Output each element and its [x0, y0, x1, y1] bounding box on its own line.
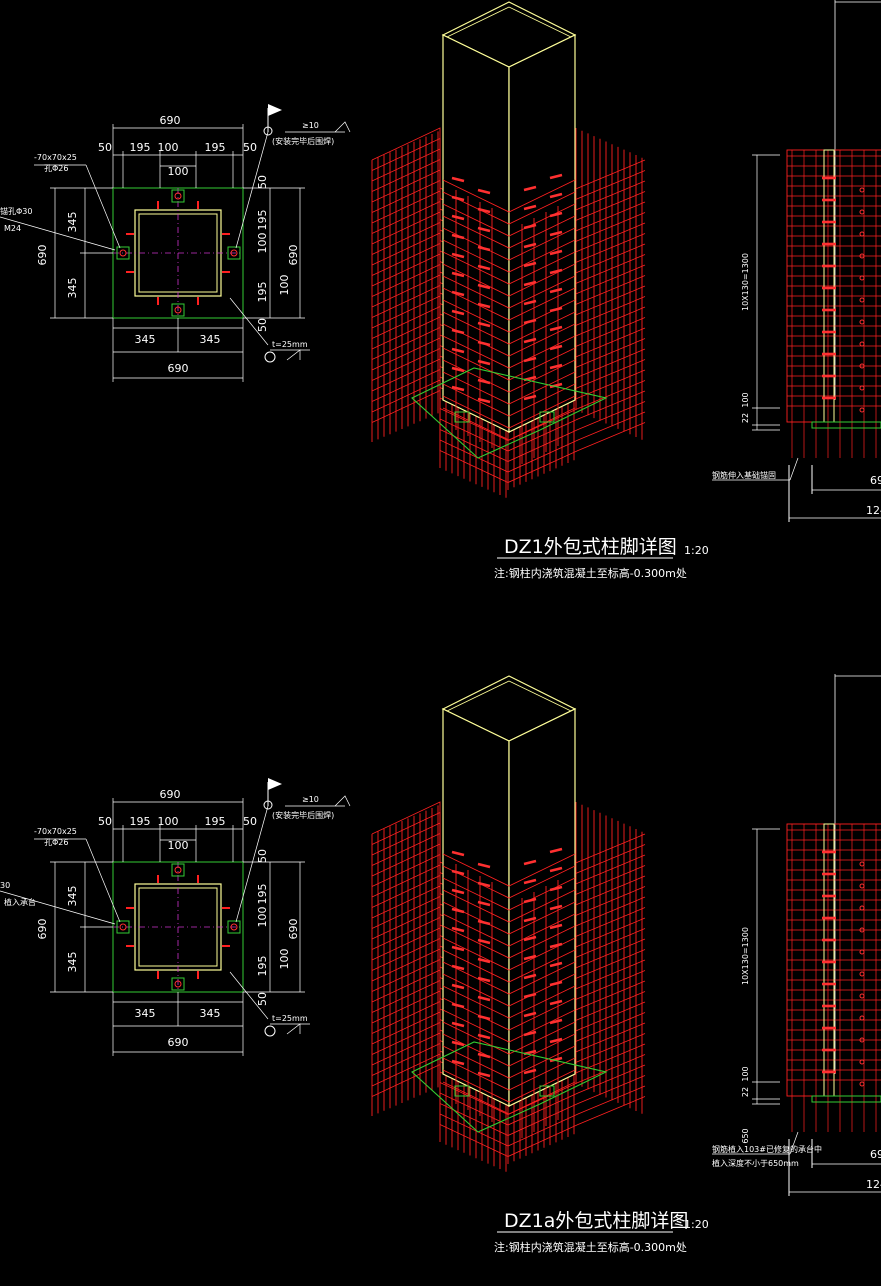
- plate-thickness-text: t=25mm: [272, 1014, 308, 1023]
- section-dim-main: 10X130=1300: [741, 253, 750, 311]
- dim-bottom-segment: 345: [135, 1007, 156, 1020]
- detail-scale: 1:20: [684, 1218, 709, 1231]
- dim-segment-top: 50: [98, 141, 112, 154]
- leader-bolt-text: 锚孔Φ30: [0, 206, 32, 216]
- dim-left-segment: 345: [66, 952, 79, 973]
- dim-inner-top: 100: [168, 839, 189, 852]
- dim-right-inner: 100: [278, 949, 291, 970]
- detail-title: DZ1外包式柱脚详图: [504, 536, 677, 558]
- dim-right-segment: 50: [256, 992, 269, 1006]
- section-dim-bottom-inner: 69: [870, 1148, 881, 1161]
- dim-right-segment: 100: [256, 907, 269, 928]
- dim-right-segment: 50: [256, 318, 269, 332]
- leader-plate-hole-text: 孔Φ26: [44, 164, 68, 173]
- section-view: 10X130=1300 100 22 650 69 124 钢筋植入103#已修复的承台中植…: [712, 674, 881, 1196]
- section-leader-text: 钢筋植入103#已修复的承台中: [712, 1144, 822, 1154]
- dim-right-segment: 100: [256, 233, 269, 254]
- dim-right-segment: 195: [256, 884, 269, 905]
- dim-left-segment: 345: [66, 212, 79, 233]
- leader-bolt-spec-text: M24: [4, 224, 21, 233]
- section-dim-22: 22: [741, 413, 750, 423]
- isometric-view: [371, 675, 646, 1172]
- detail-scale: 1:20: [684, 544, 709, 557]
- dim-bottom-segment: 345: [200, 333, 221, 346]
- section-dim-main: 10X130=1300: [741, 927, 750, 985]
- dim-segment-top: 195: [130, 815, 151, 828]
- detail-title: DZ1a外包式柱脚详图: [504, 1210, 688, 1232]
- leader-plate-text: -70x70x25: [34, 827, 77, 836]
- section-dim-bottom-outer: 124: [866, 1178, 881, 1191]
- leader-bolt-text: 30: [0, 881, 10, 890]
- section-leader-text: 钢筋伸入基础锚固: [712, 470, 776, 480]
- dim-total-top: 690: [160, 114, 181, 127]
- leader-plate-hole-text: 孔Φ26: [44, 838, 68, 847]
- dim-segment-top: 100: [158, 815, 179, 828]
- dim-segment-top: 100: [158, 141, 179, 154]
- dim-segment-top: 195: [130, 141, 151, 154]
- dim-left-segment: 345: [66, 886, 79, 907]
- dim-left-segment: 345: [66, 278, 79, 299]
- dim-left-total: 690: [36, 919, 49, 940]
- plan-view: 690 50 195 100 195 50 100 690 345 345 690 50 195 100 1…: [0, 777, 351, 1057]
- section-dim-100: 100: [741, 1066, 750, 1081]
- dim-right-total: 690: [287, 919, 300, 940]
- dim-right-segment: 50: [256, 175, 269, 189]
- detail-note: 注:钢柱内浇筑混凝土至标高-0.300m处: [494, 566, 687, 580]
- weld-note-text: (安装完毕后围焊): [272, 810, 334, 820]
- plate-thickness-text: t=25mm: [272, 340, 308, 349]
- leader-bolt-spec-text: 植入承台: [4, 897, 36, 907]
- weld-size-text: ≥10: [302, 121, 319, 130]
- dim-right-inner: 100: [278, 275, 291, 296]
- detail-title-block: DZ1外包式柱脚详图 1:20 注:钢柱内浇筑混凝土至标高-0.300m处: [494, 536, 709, 580]
- dim-segment-top: 50: [243, 141, 257, 154]
- weld-note-text: (安装完毕后围焊): [272, 136, 334, 146]
- section-dim-bottom-outer: 124: [866, 504, 881, 517]
- dim-inner-top: 100: [168, 165, 189, 178]
- section-dim-22: 22: [741, 1087, 750, 1097]
- weld-size-text: ≥10: [302, 795, 319, 804]
- dim-right-segment: 50: [256, 849, 269, 863]
- dim-total-top: 690: [160, 788, 181, 801]
- dim-right-segment: 195: [256, 956, 269, 977]
- dim-bottom-total: 690: [168, 362, 189, 375]
- section-dim-bottom-inner: 69: [870, 474, 881, 487]
- dim-segment-top: 50: [243, 815, 257, 828]
- dim-segment-top: 195: [205, 815, 226, 828]
- dim-bottom-segment: 345: [200, 1007, 221, 1020]
- plan-view: 690 50 195 100 195 50 100 690 345 345 690 50 195 100 1…: [0, 103, 351, 383]
- dim-right-segment: 195: [256, 210, 269, 231]
- dim-bottom-total: 690: [168, 1036, 189, 1049]
- dim-bottom-segment: 345: [135, 333, 156, 346]
- section-view: 10X130=1300 100 22 69 124 钢筋伸入基础锚固: [712, 0, 881, 522]
- isometric-view: [371, 1, 646, 498]
- dim-right-total: 690: [287, 245, 300, 266]
- section-dim-650: 650: [741, 1128, 750, 1143]
- dim-right-segment: 195: [256, 282, 269, 303]
- leader-plate-text: -70x70x25: [34, 153, 77, 162]
- dim-segment-top: 50: [98, 815, 112, 828]
- section-dim-100: 100: [741, 392, 750, 407]
- dim-segment-top: 195: [205, 141, 226, 154]
- dim-left-total: 690: [36, 245, 49, 266]
- detail-note: 注:钢柱内浇筑混凝土至标高-0.300m处: [494, 1240, 687, 1254]
- section-leader-text-2: 植入深度不小于650mm: [712, 1158, 799, 1168]
